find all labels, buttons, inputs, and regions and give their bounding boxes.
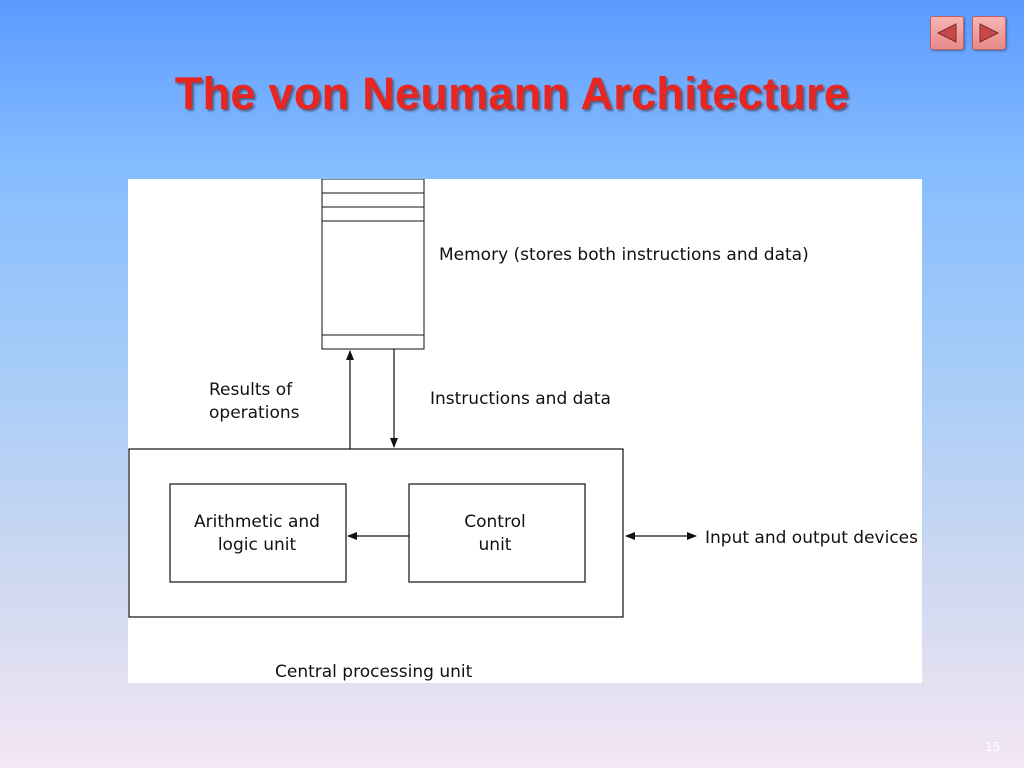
control-unit-box (408, 483, 586, 583)
io-label: Input and output devices (705, 528, 918, 548)
memory-block (321, 179, 425, 350)
slide-title: The von Neumann Architecture (174, 68, 850, 119)
alu-box (169, 483, 347, 583)
triangle-left-icon (936, 23, 957, 43)
next-slide-button[interactable] (972, 16, 1006, 50)
instructions-label: Instructions and data (430, 389, 611, 409)
control-label-line2: unit (479, 535, 512, 555)
control-label-line1: Control (464, 512, 525, 532)
previous-slide-button[interactable] (930, 16, 964, 50)
results-label-line1: Results of (209, 380, 293, 400)
results-label-line2: operations (209, 403, 300, 423)
memory-label: Memory (stores both instructions and dat… (439, 245, 809, 265)
triangle-right-icon (979, 23, 1000, 43)
von-neumann-diagram: Memory (stores both instructions and dat… (128, 179, 922, 683)
alu-label-line2: logic unit (218, 535, 297, 555)
page-number: 15 (985, 739, 1000, 754)
cpu-label: Central processing unit (275, 662, 473, 682)
alu-label-line1: Arithmetic and (194, 512, 320, 532)
